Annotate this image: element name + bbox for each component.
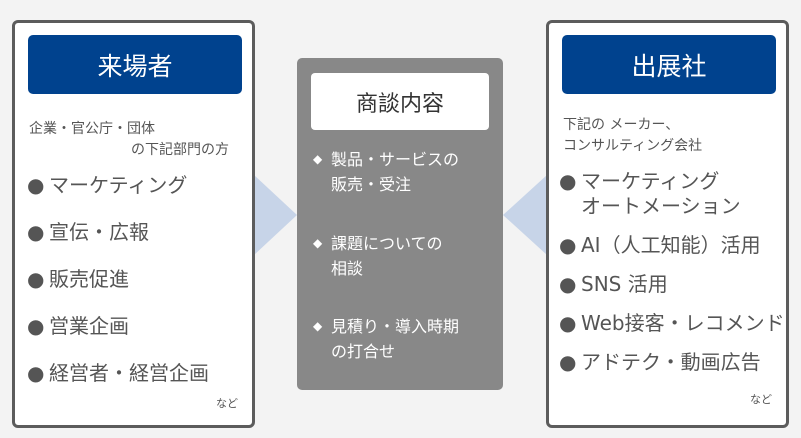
bullet-icon: ● (559, 233, 577, 257)
etc-note: など (216, 397, 238, 410)
list-item: ●SNS 活用 (559, 272, 785, 297)
item-line: マーケティング (581, 169, 720, 193)
item-line: 製品・サービスの (331, 150, 460, 169)
item-line: 課題についての (331, 234, 443, 253)
bullet-icon: ● (27, 267, 45, 291)
bullet-icon: ● (559, 169, 577, 193)
visitors-panel: 来場者 企業・官公庁・団体 の下記部門の方 ●マーケティング ●宣伝・広報 ●販… (12, 20, 255, 428)
list-item: ●マーケティング (27, 173, 209, 198)
item-line: 相談 (331, 259, 364, 278)
arrow-right (254, 175, 297, 255)
item-label: 販売促進 (49, 267, 129, 291)
visitors-title: 来場者 (28, 35, 242, 94)
bullet-icon: ● (559, 311, 577, 335)
list-item: ●宣伝・広報 (27, 220, 209, 245)
item-label: SNS 活用 (581, 272, 668, 296)
diamond-icon: ◆ (313, 236, 323, 250)
center-title: 商談内容 (311, 73, 489, 130)
bullet-icon: ● (27, 314, 45, 338)
subtitle-line: の下記部門の方 (131, 142, 229, 158)
item-label: 営業企画 (49, 314, 129, 338)
etc-note: など (750, 393, 772, 406)
diamond-icon: ◆ (313, 319, 323, 333)
business-talk-panel: 商談内容 ◆ 製品・サービスの販売・受注 ◆ 課題についての相談 ◆ 見積り・導入時期… (297, 58, 503, 390)
exhibitors-list: ●マーケティングオートメーション ●AI（人工知能）活用 ●SNS 活用 ●We… (559, 169, 785, 375)
item-line: オートメーション (581, 194, 741, 218)
exhibitors-panel: 出展社 下記の メーカー、 コンサルティング会社 ●マーケティングオートメーショ… (546, 20, 789, 428)
list-item: ●AI（人工知能）活用 (559, 233, 785, 258)
exhibitors-subtitle: 下記の メーカー、 コンサルティング会社 (563, 115, 702, 157)
list-item: ●マーケティングオートメーション (559, 169, 785, 219)
visitors-subtitle: 企業・官公庁・団体 の下記部門の方 (29, 119, 229, 161)
list-item: ●販売促進 (27, 267, 209, 292)
list-item: ●Web接客・レコメンド (559, 311, 785, 336)
bullet-icon: ● (559, 272, 577, 296)
item-label: Web接客・レコメンド (581, 311, 785, 335)
arrow-left (503, 175, 547, 255)
list-item: ◆ 見積り・導入時期の打合せ (313, 314, 459, 364)
bullet-icon: ● (559, 350, 577, 374)
bullet-icon: ● (27, 173, 45, 197)
list-item: ◆ 課題についての相談 (313, 231, 443, 281)
item-line: 見積り・導入時期 (331, 317, 460, 336)
subtitle-line: コンサルティング会社 (563, 138, 703, 154)
bullet-icon: ● (27, 220, 45, 244)
list-item: ●営業企画 (27, 314, 209, 339)
list-item: ●アドテク・動画広告 (559, 350, 785, 375)
subtitle-line: 企業・官公庁・団体 (29, 121, 155, 137)
item-line: の打合せ (331, 342, 396, 361)
list-item: ◆ 製品・サービスの販売・受注 (313, 147, 459, 197)
list-item: ●経営者・経営企画 (27, 361, 209, 386)
bullet-icon: ● (27, 361, 45, 385)
item-label: 宣伝・広報 (49, 220, 149, 244)
exhibitors-title: 出展社 (562, 35, 776, 94)
item-line: 販売・受注 (331, 175, 412, 194)
visitors-list: ●マーケティング ●宣伝・広報 ●販売促進 ●営業企画 ●経営者・経営企画 (27, 173, 209, 386)
item-label: AI（人工知能）活用 (581, 233, 761, 257)
item-label: 経営者・経営企画 (49, 361, 209, 385)
subtitle-line: 下記の メーカー、 (563, 117, 680, 133)
diamond-icon: ◆ (313, 152, 323, 166)
item-label: マーケティング (49, 173, 188, 197)
item-label: アドテク・動画広告 (581, 350, 761, 374)
